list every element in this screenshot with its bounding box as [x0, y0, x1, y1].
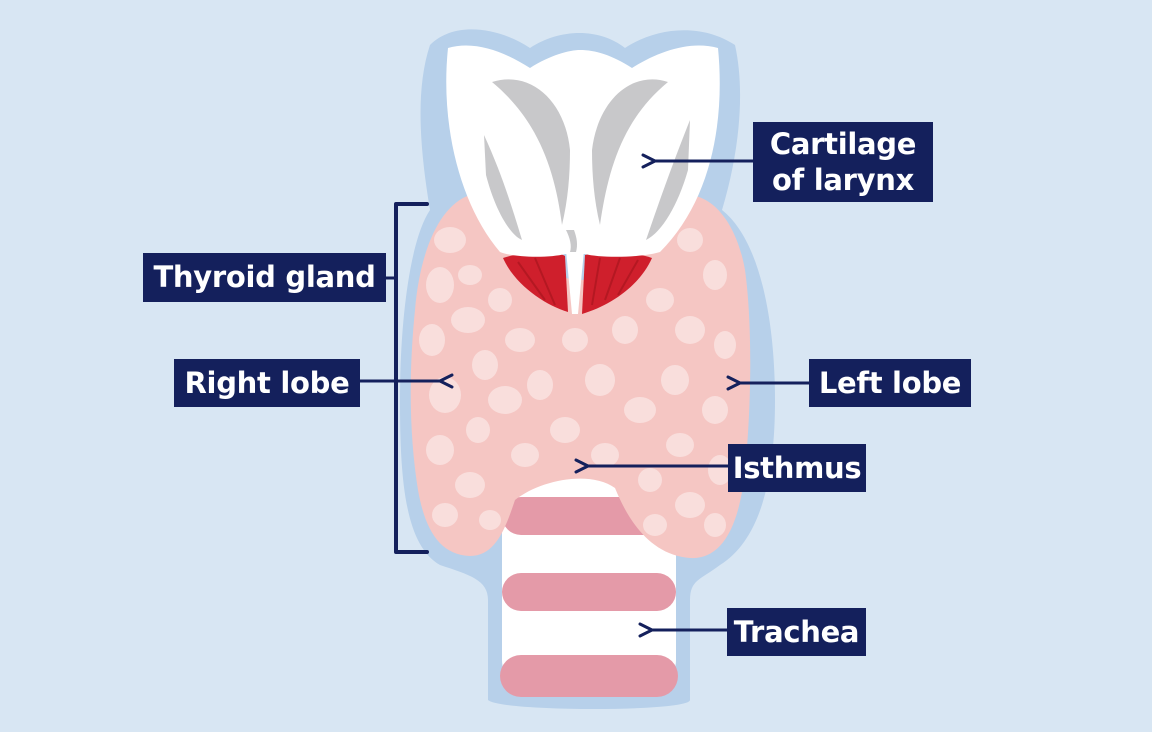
cartilage-shading — [484, 79, 690, 252]
label-thyroid-gland: Thyroid gland — [143, 253, 386, 302]
trachea-ring-3 — [500, 655, 678, 697]
label-cartilage-of-larynx: Cartilage of larynx — [753, 122, 933, 202]
pointer-arrows — [358, 153, 811, 638]
thyroid-bracket — [394, 202, 429, 554]
label-isthmus: Isthmus — [728, 444, 866, 492]
thyroid-texture — [419, 227, 736, 537]
label-cartilage-line1: Cartilage — [769, 126, 917, 161]
trachea-ring-2 — [502, 573, 676, 611]
larynx-cartilage — [446, 45, 720, 257]
label-cartilage-line2: of larynx — [771, 163, 914, 197]
label-right-lobe: Right lobe — [174, 359, 360, 407]
label-left-lobe: Left lobe — [809, 359, 971, 407]
label-trachea: Trachea — [727, 608, 866, 656]
larynx-muscle — [503, 250, 652, 314]
